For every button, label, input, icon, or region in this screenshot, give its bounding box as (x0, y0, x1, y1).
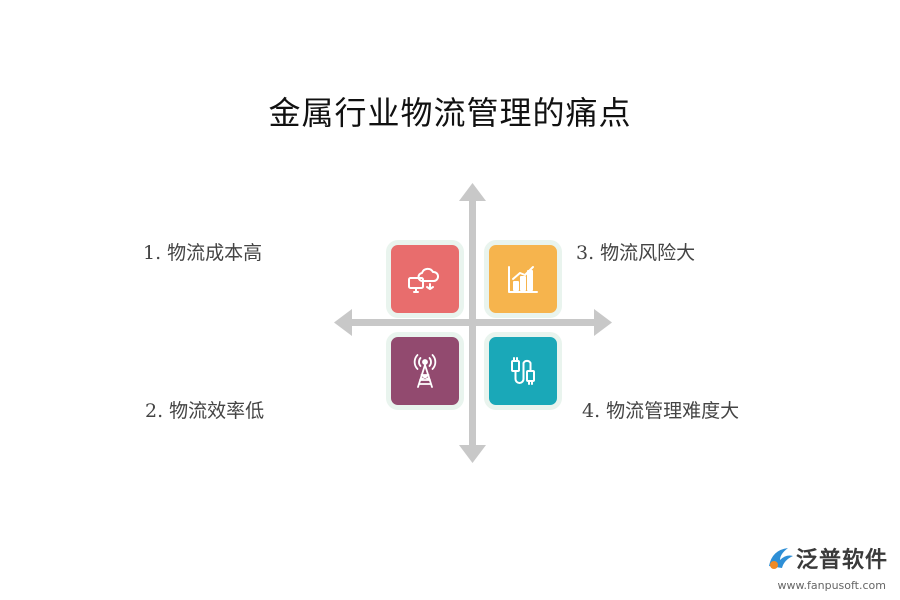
brand-logo: 泛普软件 (766, 542, 888, 574)
label-cost: 1. 物流成本高 (143, 242, 263, 264)
logo-url: www.fanpusoft.com (777, 579, 886, 592)
logo-name: 泛普软件 (795, 548, 888, 573)
tile-cost (386, 240, 464, 318)
tile-risk (484, 240, 562, 318)
label-risk: 3. 物流风险大 (576, 242, 696, 264)
cloud-computer-icon (408, 267, 440, 293)
usb-cable-icon (511, 357, 535, 385)
fanpu-logo-icon (768, 548, 793, 569)
arrow-up-icon (459, 183, 486, 201)
label-efficiency: 2. 物流效率低 (145, 400, 265, 422)
tile-efficiency (386, 332, 464, 410)
horizontal-axis (348, 319, 600, 326)
arrow-down-icon (459, 445, 486, 463)
tile-management (484, 332, 562, 410)
label-management: 4. 物流管理难度大 (582, 400, 740, 422)
page-title: 金属行业物流管理的痛点 (268, 94, 632, 132)
arrow-left-icon (334, 309, 352, 336)
bar-chart-icon (508, 266, 538, 293)
signal-tower-icon (413, 354, 437, 388)
arrow-right-icon (594, 309, 612, 336)
